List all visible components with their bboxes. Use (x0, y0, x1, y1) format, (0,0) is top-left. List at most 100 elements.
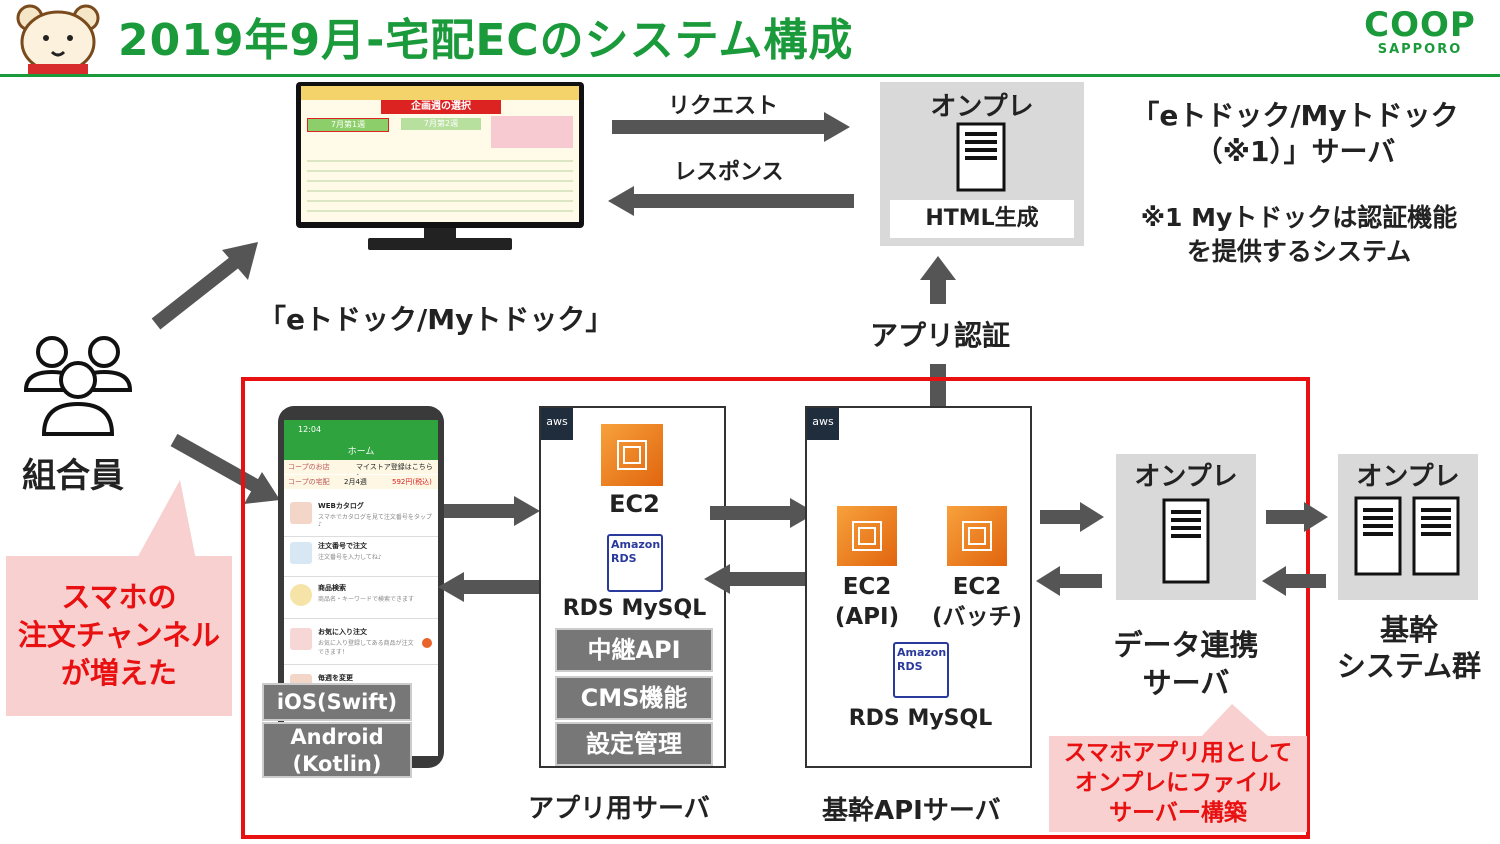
web-header-bar (301, 86, 579, 100)
rds-brand-line2: RDS (897, 660, 923, 673)
ec2-api-icon (837, 506, 897, 566)
note-line2: を提供するシステム (1186, 237, 1412, 266)
phone-delivery-label: コープの宅配 (288, 478, 330, 486)
phone-menu-item[interactable]: お気に入り注文 お気に入り登録してある商品が注文できます！ (284, 624, 438, 665)
web-screenshot: 企画週の選択 7月第1週 7月第2週 (301, 86, 579, 222)
app-server-box: aws EC2 Amazon RDS RDS MySQL 中継API CMS機能… (539, 406, 726, 768)
phone-item-desc: お気に入り登録してある商品が注文できます！ (318, 640, 414, 656)
app-auth-label: アプリ認証 (870, 314, 1011, 354)
data-to-core-system-arrow (1266, 502, 1328, 532)
rds-icon: Amazon RDS (893, 642, 949, 698)
ec2-batch-line2: (バッチ) (931, 604, 1023, 630)
aws-badge-icon: aws (541, 408, 573, 440)
web-title: 企画週の選択 (381, 100, 501, 114)
phone-item-thumb-icon (290, 584, 312, 606)
ec2-label: EC2 (609, 490, 660, 518)
phone-time: 12:04 (298, 425, 322, 434)
core-system-group: オンプレ (1338, 454, 1478, 600)
ios-badge: iOS(Swift) (262, 683, 412, 721)
core-system-line1: 基幹 (1379, 613, 1438, 647)
phone-menu-item[interactable]: 商品検索 商品名・キーワードで検索できます (284, 580, 438, 619)
phone-item-desc: スマホでカタログを見て注文番号をタップ♪ (318, 514, 432, 528)
core-system-label: 基幹 システム群 (1320, 612, 1498, 684)
server-icon (1162, 498, 1210, 584)
phone-badge-icon (422, 638, 432, 648)
note-line1: ※1 Myトドックは認証機能 (1140, 203, 1458, 232)
core-to-data-arrow (1040, 502, 1104, 532)
onpre-title: オンプレ (930, 92, 1034, 122)
phone-item-thumb-icon (290, 502, 312, 524)
phone-item-desc: 商品名・キーワードで検索できます (318, 596, 415, 603)
rds-brand-line1: Amazon (897, 646, 947, 659)
data-server-label: データ連携 サーバ (1098, 626, 1274, 702)
bear-mascot-icon (8, 2, 108, 74)
web-week1-tab: 7月第1週 (307, 118, 389, 132)
phone-item-title: 注文番号で注文 (318, 542, 367, 550)
android-line2: (Kotlin) (292, 752, 382, 776)
relay-api-box: 中継API (555, 628, 713, 672)
web-right-pane (491, 116, 573, 148)
callout-left: スマホの 注文チャンネル が増えた (6, 556, 232, 716)
ec2-batch-line1: EC2 (952, 574, 1002, 600)
header-divider (0, 74, 1500, 77)
core-system-line2: システム群 (1336, 649, 1482, 683)
callout-left-line1: スマホの (61, 580, 177, 614)
data-to-core-arrow (1036, 566, 1102, 596)
web-label: 「eトドック/Myトドック」 (258, 303, 614, 336)
android-badge: Android (Kotlin) (262, 722, 412, 778)
core-to-app-arrow (704, 564, 816, 594)
phone-store-row[interactable]: コープのお店 マイストア登録はこちら ＞ (284, 460, 438, 481)
logo-main: COOP (1364, 5, 1476, 45)
phone-item-desc: 注文番号を入力してね♪ (318, 554, 382, 561)
onpre-title: オンプレ (1134, 462, 1238, 492)
data-server-line1: データ連携 (1113, 628, 1259, 662)
servers-icon (1354, 496, 1460, 576)
phone-header-title: ホーム (347, 447, 375, 457)
ec2-icon (601, 424, 663, 486)
rds-brand-line1: Amazon (611, 538, 661, 551)
callout-right-line3: サーバー構築 (1109, 800, 1247, 826)
member-to-web-arrow (151, 242, 258, 330)
coop-sapporo-logo: COOP SAPPORO (1350, 8, 1490, 57)
callout-right-pointer (1200, 704, 1270, 738)
core-api-server-label: 基幹APIサーバ (822, 796, 1001, 826)
monitor: 企画週の選択 7月第1週 7月第2週 (296, 82, 584, 252)
phone-item-title: 毎週を変更 (318, 674, 353, 682)
phone-item-title: お気に入り注文 (318, 628, 367, 636)
android-line1: Android (290, 725, 384, 749)
data-server-line2: サーバ (1142, 666, 1230, 700)
app-server-label: アプリ用サーバ (528, 794, 710, 824)
app-to-phone-arrow (438, 572, 540, 602)
phone-statusbar (284, 420, 438, 460)
web-week2-tab: 7月第2週 (401, 118, 481, 130)
callout-right-line2: オンプレにファイル (1074, 770, 1282, 796)
mobile-scope-frame (241, 377, 1310, 839)
phone-menu-item[interactable]: WEBカタログ スマホでカタログを見て注文番号をタップ♪ (284, 498, 438, 537)
phone-store-label: コープのお店 (288, 463, 330, 471)
phone-delivery-row[interactable]: コープの宅配 2月4週 592円(税込) (284, 475, 438, 489)
rds-brand-line2: RDS (611, 552, 637, 565)
phone-item-title: WEBカタログ (318, 502, 364, 510)
request-arrow (612, 112, 850, 142)
users-icon (23, 336, 133, 436)
monitor-neck (424, 228, 456, 240)
app-to-core-arrow (710, 498, 816, 528)
server-name-line2: （※1）」サーバ (1194, 135, 1396, 168)
callout-left-line2: 注文チャンネル (17, 618, 221, 652)
request-label: リクエスト (668, 94, 779, 119)
phone-item-thumb-icon (290, 542, 312, 564)
rds-label: RDS MySQL (562, 596, 707, 621)
callout-right: スマホアプリ用として オンプレにファイル サーバー構築 (1049, 736, 1307, 832)
html-generation-box: HTML生成 (890, 200, 1074, 238)
web-content-rows (307, 152, 573, 212)
callout-right-line1: スマホアプリ用として (1063, 740, 1293, 766)
monitor-screen: 企画週の選択 7月第1週 7月第2週 (296, 82, 584, 228)
core-api-server-box: aws EC2 (API) EC2 (バッチ) Amazon RDS RDS M… (805, 406, 1032, 768)
member-label: 組合員 (22, 456, 124, 496)
ec2-batch-icon (947, 506, 1007, 566)
ec2-api-line2: (API) (834, 604, 900, 630)
phone-to-app-arrow (444, 496, 540, 526)
settings-box: 設定管理 (555, 722, 713, 766)
phone-menu-item[interactable]: 注文番号で注文 注文番号を入力してね♪ (284, 538, 438, 577)
phone-week: 2月4週 (344, 478, 367, 486)
